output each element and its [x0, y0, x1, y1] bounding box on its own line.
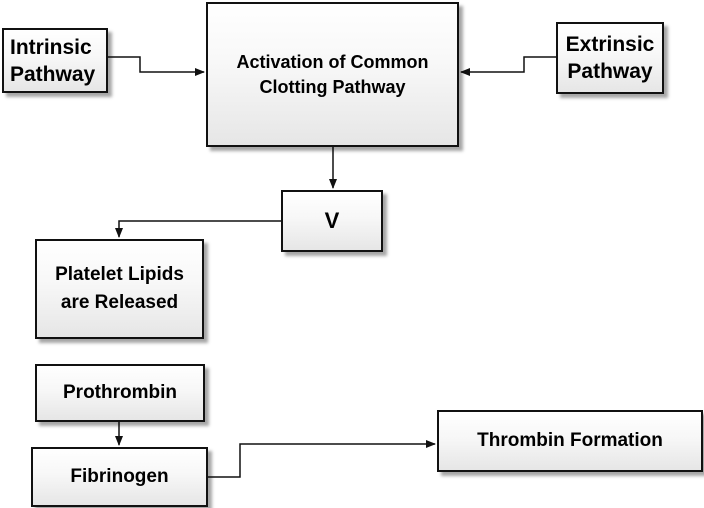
platelet-lipids-label: Platelet Lipids are Released [55, 264, 184, 313]
thrombin-formation-node: Thrombin Formation [437, 410, 703, 472]
connector-intrinsic-to-common [108, 56, 205, 76]
platelet-lipids-node: Platelet Lipids are Released [35, 239, 204, 339]
intrinsic-pathway-node: Intrinsic Pathway [2, 28, 108, 93]
prothrombin-label: Prothrombin [63, 382, 177, 403]
connector-extrinsic-to-common [460, 56, 556, 76]
fibrinogen-label: Fibrinogen [70, 466, 169, 487]
factor-v-label: V [324, 208, 340, 233]
connector-v-to-platelet [115, 220, 281, 238]
fibrinogen-node: Fibrinogen [31, 447, 208, 507]
prothrombin-node: Prothrombin [35, 364, 205, 422]
extrinsic-pathway-node: Extrinsic Pathway [556, 22, 664, 94]
thrombin-formation-label: Thrombin Formation [477, 430, 663, 451]
connector-fibrinogen-to-thrombin [208, 440, 436, 478]
common-clotting-pathway-label: Activation of Common Clotting Pathway [236, 51, 429, 97]
factor-v-node: V [281, 190, 383, 252]
extrinsic-pathway-label: Extrinsic Pathway [565, 33, 655, 83]
common-clotting-pathway-node: Activation of Common Clotting Pathway [206, 2, 459, 147]
intrinsic-pathway-label: Intrinsic Pathway [10, 35, 96, 86]
